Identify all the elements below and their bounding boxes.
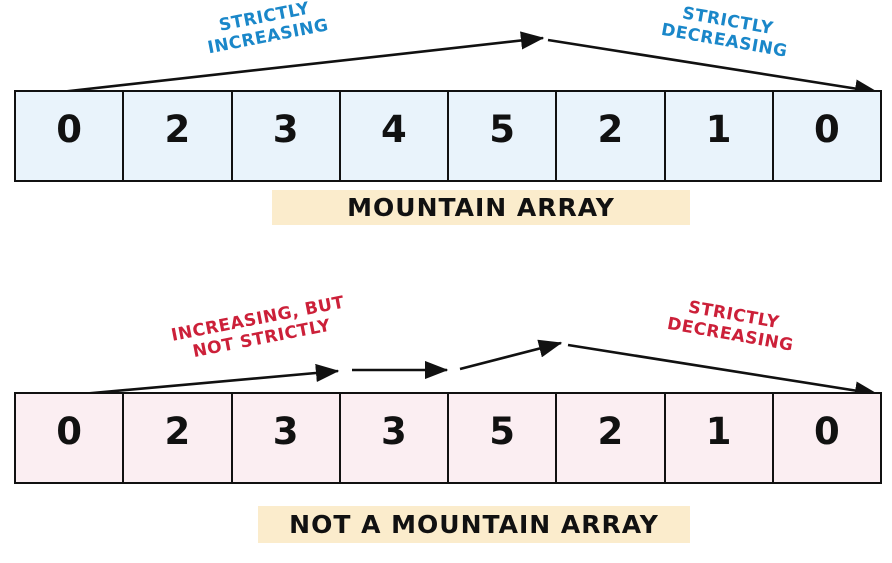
annotation-strictly-decreasing-bottom: STRICTLY DECREASING — [666, 295, 799, 356]
array-cell: 2 — [557, 394, 666, 482]
annotation-strictly-increasing: STRICTLY INCREASING — [202, 0, 330, 58]
annotation-strictly-decreasing-top: STRICTLY DECREASING — [660, 1, 793, 62]
array-cell: 5 — [449, 92, 558, 180]
array-cell: 3 — [233, 394, 341, 482]
bottom-increasing-arrow-2 — [459, 339, 563, 371]
array-cell: 1 — [666, 394, 774, 482]
not-mountain-array: 0 2 3 3 5 2 1 0 — [14, 392, 882, 484]
array-cell: 4 — [341, 92, 449, 180]
array-cell: 5 — [449, 394, 558, 482]
array-cell: 3 — [233, 92, 341, 180]
array-cell: 0 — [814, 409, 840, 453]
array-cell: 1 — [666, 92, 774, 180]
bottom-decreasing-arrow — [567, 343, 879, 400]
not-mountain-array-caption: NOT A MOUNTAIN ARRAY — [258, 506, 690, 543]
array-cell: 3 — [341, 394, 449, 482]
array-cell: 2 — [124, 394, 233, 482]
array-cell: 0 — [814, 107, 840, 151]
array-cell: 2 — [557, 92, 666, 180]
array-cell: 2 — [124, 92, 233, 180]
array-cell: 0 — [16, 394, 125, 482]
mountain-array: 0 2 3 4 5 2 1 0 — [14, 90, 882, 182]
mountain-array-caption: MOUNTAIN ARRAY — [272, 190, 690, 225]
array-cell: 0 — [16, 92, 125, 180]
top-increasing-arrow — [15, 31, 545, 99]
annotation-increasing-not-strictly: INCREASING, BUT NOT STRICTLY — [170, 293, 350, 366]
